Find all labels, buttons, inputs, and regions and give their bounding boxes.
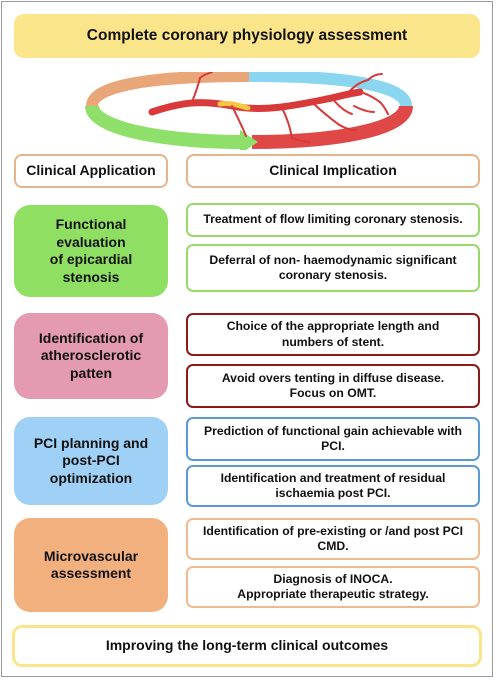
implication-cmd-identification: Identification of pre-existing or /and p… <box>186 518 480 560</box>
category-microvascular-assessment: Microvascular assessment <box>14 518 168 612</box>
implication-deferral-non-significant: Deferral of non- haemodynamic significan… <box>186 244 480 292</box>
implication-stent-length-number: Choice of the appropriate length and num… <box>186 313 480 356</box>
category-pci-planning: PCI planning and post-PCI optimization <box>14 417 168 505</box>
ring-arrow-head <box>240 130 258 150</box>
category-atherosclerotic-pattern: Identification of atherosclerotic patten <box>14 313 168 399</box>
ring-back-right <box>248 72 412 108</box>
implication-inoca-diagnosis: Diagnosis of INOCA. Appropriate therapeu… <box>186 566 480 608</box>
coronary-plaque <box>217 101 251 111</box>
ring-front-left <box>85 104 243 149</box>
coronary-branches <box>191 72 389 143</box>
header-clinical-implication: Clinical Implication <box>186 154 480 188</box>
implication-residual-ischaemia: Identification and treatment of residual… <box>186 465 480 507</box>
footer-outcomes: Improving the long-term clinical outcome… <box>12 625 482 667</box>
implication-functional-gain-prediction: Prediction of functional gain achievable… <box>186 417 480 461</box>
figure-title: Complete coronary physiology assessment <box>14 14 480 58</box>
category-functional-evaluation: Functional evaluation of epicardial sten… <box>14 205 168 297</box>
implication-avoid-overstenting: Avoid overs tenting in diffuse disease. … <box>186 364 480 408</box>
coronary-vessel-main <box>148 88 364 116</box>
ring-front-right <box>251 104 413 149</box>
header-clinical-application: Clinical Application <box>14 154 168 188</box>
ring-back-left <box>86 72 255 112</box>
implication-flow-limiting-stenosis: Treatment of flow limiting coronary sten… <box>186 203 480 237</box>
coronary-artery-ring-illustration <box>85 72 413 150</box>
